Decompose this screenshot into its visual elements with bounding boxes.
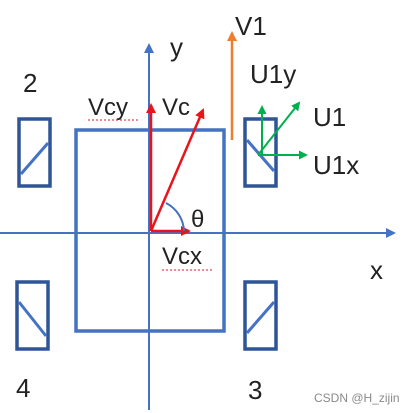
wheel-4-label: 4 [16,373,30,403]
theta-arc [165,202,185,232]
u1-vector [257,101,301,156]
vcy-label: Vcy [88,94,128,121]
vc-vector [149,108,205,232]
x-axis-label: x [370,255,383,285]
theta-label: θ [191,206,204,233]
vc-label: Vc [162,94,190,121]
wheel-3-label: 3 [248,375,262,405]
watermark-text: CSDN @H_zijin [314,391,400,405]
u1-label: U1 [313,102,346,132]
wheel-2-label: 2 [23,68,37,98]
u1x-label: U1x [313,150,359,180]
u1y-label: U1y [250,59,296,89]
v1-label: V1 [235,11,267,41]
wheel-4 [15,280,50,351]
wheel-2 [17,117,52,188]
vcx-label: Vcx [162,243,202,270]
y-axis-label: y [170,32,183,62]
wheel-3 [243,280,278,351]
